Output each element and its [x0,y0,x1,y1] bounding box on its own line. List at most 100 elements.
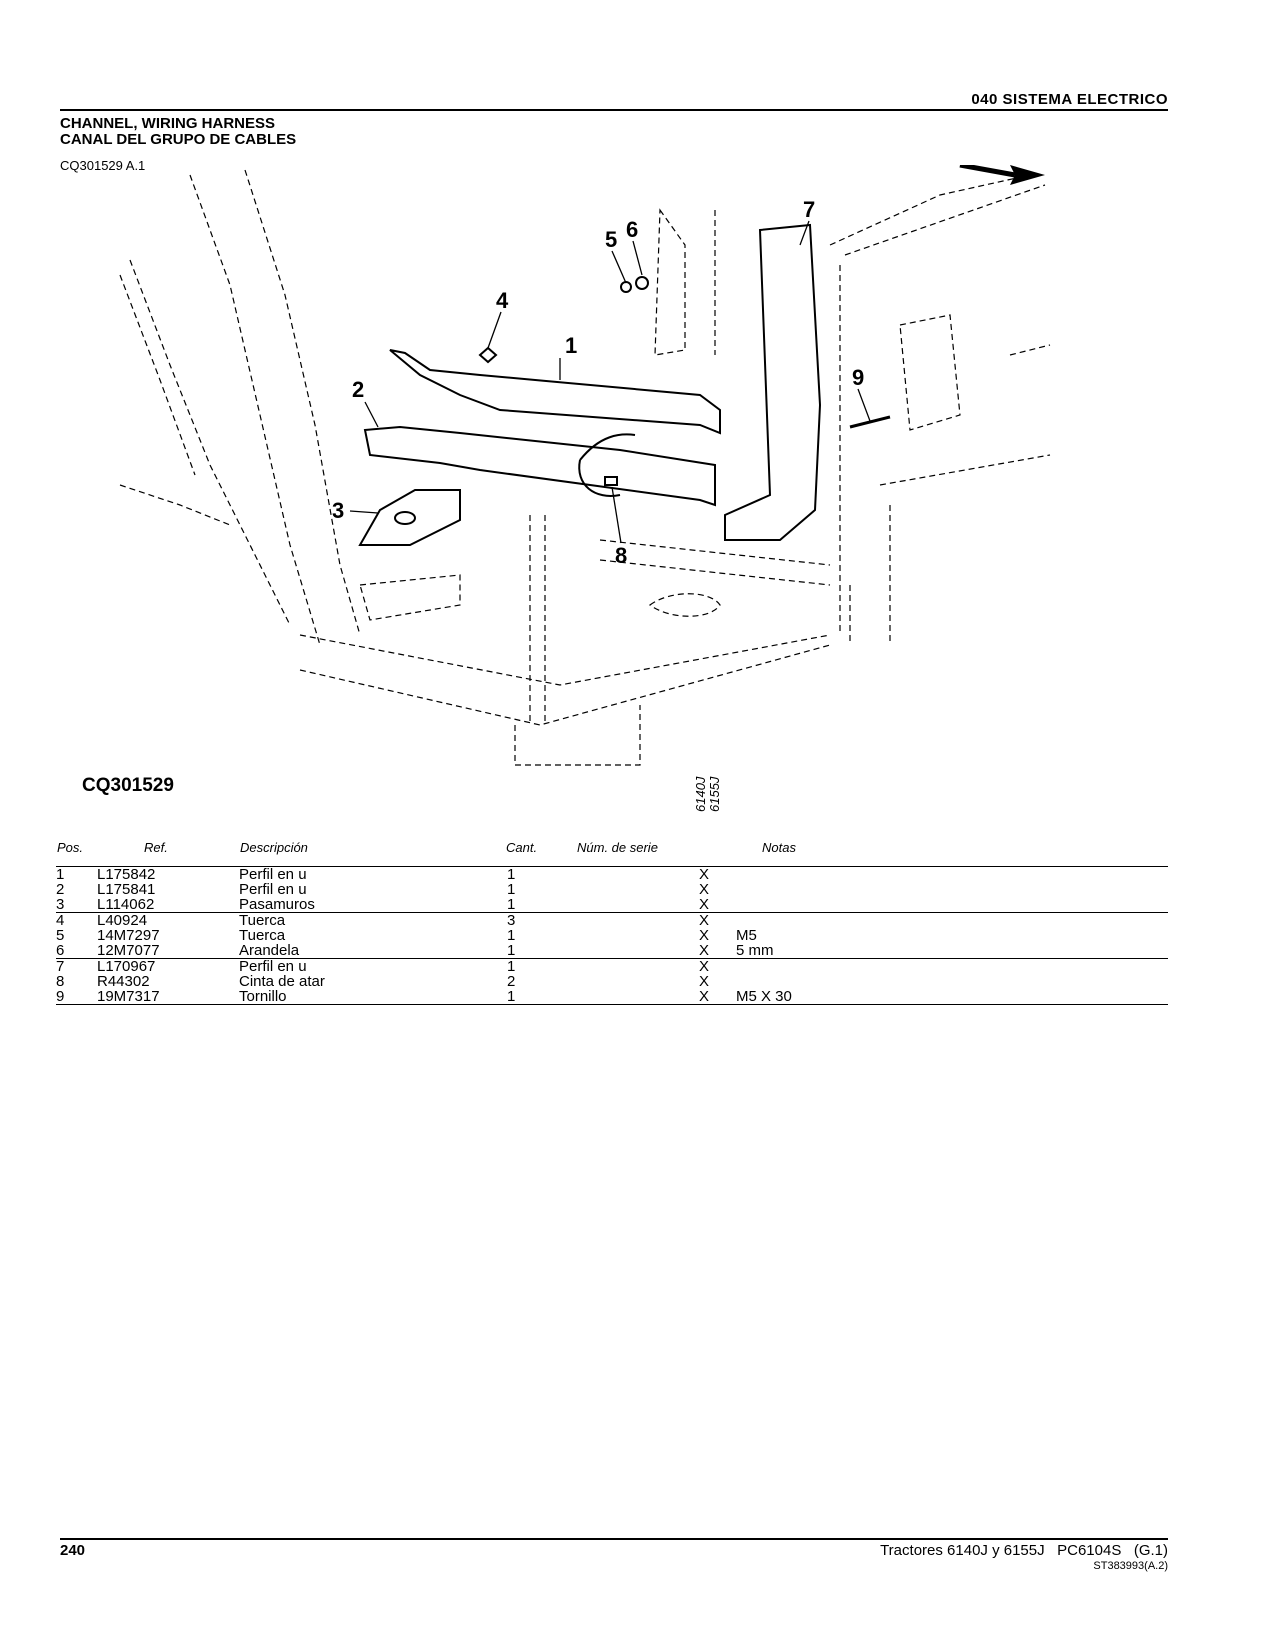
col-header-qty: Cant. [506,840,538,855]
table-row: 9 19M7317 Tornillo 1 X M5 X 30 [56,989,1168,1005]
cell-notes [736,959,1168,975]
cell-serial [531,897,699,913]
cell-notes [736,913,1168,929]
cell-notes: 5 mm [736,943,1168,959]
cell-notes [736,897,1168,913]
callout-4: 4 [496,288,509,313]
table-row: 5 14M7297 Tuerca 1 X M5 [56,928,1168,943]
callout-1: 1 [565,333,577,358]
section-title: 040 SISTEMA ELECTRICO [971,91,1168,108]
cell-ref: 12M7077 [97,943,239,959]
col-header-serial: Núm. de serie [577,840,658,855]
cell-qty: 3 [507,912,516,929]
cell-notes [736,866,1168,882]
cell-applic: X [699,989,736,1005]
cell-applic: X [699,943,736,959]
col-header-ref: Ref. [144,840,168,855]
cell-applic: X [699,866,736,882]
cell-qty: 1 [507,989,531,1005]
page-number: 240 [60,1542,86,1559]
cell-qty: 1 [507,897,531,913]
col-header-notes: Notas [762,840,796,855]
cell-desc: Tornillo [239,989,507,1005]
cell-serial [531,882,699,897]
cell-desc: Perfil en u [239,958,307,975]
cell-ref: L170967 [97,958,156,975]
cell-ref: L175841 [97,881,156,898]
col-header-model-1: 6140J [693,776,708,812]
callout-3: 3 [332,498,344,523]
cell-desc: Cinta de atar [239,973,325,990]
cell-pos: 1 [56,866,97,882]
cell-qty: 1 [507,927,516,944]
cell-ref: 14M7297 [97,927,160,944]
cell-desc: Pasamuros [239,897,507,913]
table-row: 7 L170967 Perfil en u 1 X [56,959,1168,975]
cell-qty: 2 [507,973,516,990]
cell-pos: 7 [56,958,65,975]
cell-ref: L114062 [97,897,239,913]
header-rule [60,109,1168,111]
cell-serial [531,943,699,959]
cell-applic: X [699,973,710,990]
cell-applic: X [699,927,710,944]
callout-6: 6 [626,217,638,242]
cell-notes: M5 [736,927,757,944]
table-row: 3 L114062 Pasamuros 1 X [56,897,1168,913]
cell-serial [531,959,699,975]
footer-title: Tractores 6140J y 6155J PC6104S (G.1) [880,1542,1168,1559]
cell-ref: 19M7317 [97,989,239,1005]
parts-table: 1 L175842 Perfil en u 1 X 2 L175841 Perf… [56,866,1168,1005]
cell-pos: 2 [56,881,65,898]
cell-applic: X [699,958,710,975]
cell-serial [531,866,699,882]
cell-qty: 1 [507,881,516,898]
table-row: 8 R44302 Cinta de atar 2 X [56,974,1168,989]
col-header-desc: Descripción [240,840,308,855]
cell-pos: 3 [56,897,97,913]
footer-code: ST383993(A.2) [1093,1560,1168,1572]
cell-pos: 4 [56,912,65,929]
table-row: 6 12M7077 Arandela 1 X 5 mm [56,943,1168,959]
cell-desc: Arandela [239,943,507,959]
cell-qty: 1 [507,943,531,959]
cell-notes: M5 X 30 [736,989,1168,1005]
table-row: 4 L40924 Tuerca 3 X [56,913,1168,929]
cell-ref: L175842 [97,866,239,882]
cell-pos: 5 [56,927,65,944]
table-row: 1 L175842 Perfil en u 1 X [56,866,1168,882]
cell-applic: X [699,881,710,898]
cell-ref: L40924 [97,912,148,929]
illustration-reference: CQ301529 A.1 [60,158,146,173]
cell-serial [531,989,699,1005]
cell-desc: Tuerca [239,912,286,929]
col-header-pos: Pos. [57,840,84,855]
footer-rule [60,1538,1168,1540]
cell-applic: X [699,897,736,913]
cell-qty: 1 [507,958,516,975]
cell-applic: X [699,912,710,929]
callout-8: 8 [615,543,627,568]
cell-desc: Perfil en u [239,866,507,882]
title-spanish: CANAL DEL GRUPO DE CABLES [60,131,297,148]
cell-serial [531,928,699,943]
callout-5: 5 [605,227,617,252]
cell-notes [736,974,1168,989]
figure-code: CQ301529 [82,775,174,796]
exploded-parts-diagram: 1 2 3 4 5 6 7 8 9 [119,165,1051,766]
cell-pos: 8 [56,973,65,990]
table-row: 2 L175841 Perfil en u 1 X [56,882,1168,897]
callout-7: 7 [803,197,815,222]
cell-ref: R44302 [97,973,150,990]
cell-desc: Tuerca [239,927,286,944]
cell-notes [736,882,1168,897]
cell-serial [531,913,699,929]
title-english: CHANNEL, WIRING HARNESS [60,115,276,132]
cell-serial [531,974,699,989]
callout-2: 2 [352,377,364,402]
cell-pos: 9 [56,989,97,1005]
callout-9: 9 [852,365,864,390]
col-header-model-2: 6155J [707,776,722,812]
cell-qty: 1 [507,866,531,882]
cell-desc: Perfil en u [239,881,307,898]
